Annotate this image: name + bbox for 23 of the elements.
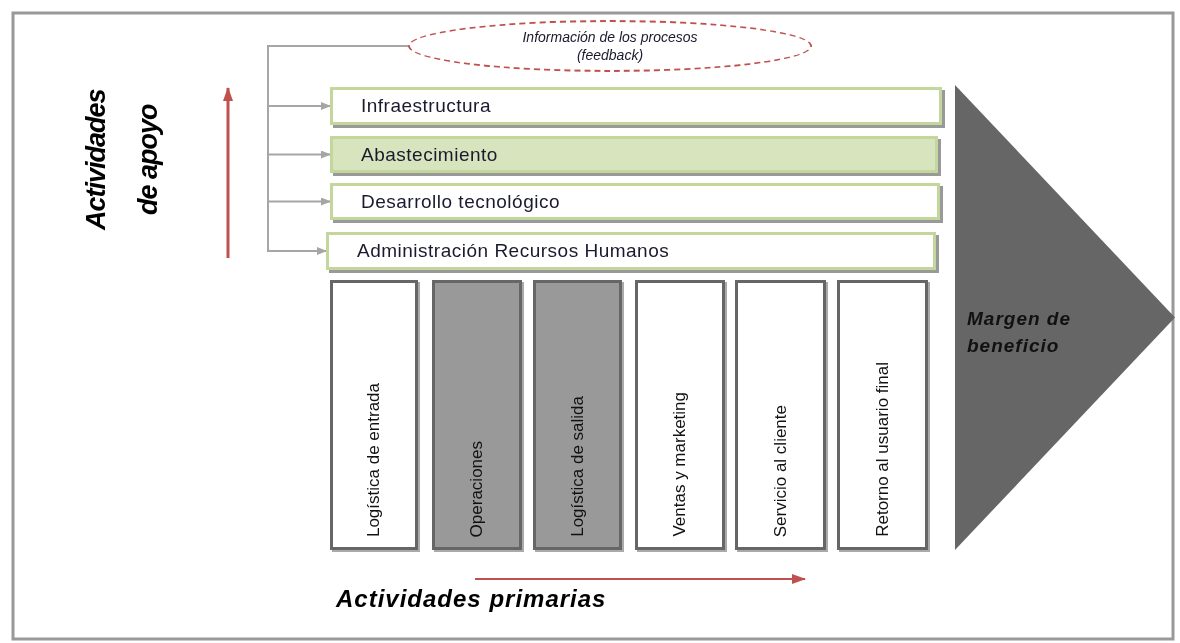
ellipse-text: Información de los procesos (feedback)	[521, 28, 699, 64]
margin-triangle	[955, 85, 1175, 550]
primary-activity-column	[432, 280, 522, 550]
triangle-label: Margen de beneficio	[967, 307, 1073, 358]
feedback-ellipse	[408, 20, 812, 72]
column-label: Servicio al cliente	[770, 404, 791, 537]
column-label: Logística de entrada	[364, 382, 384, 537]
support-activity-box: Infraestructura	[330, 87, 942, 125]
primary-activity-column	[330, 280, 418, 550]
column-label: Retorno al usuario final	[872, 362, 893, 537]
support-activity-box: Desarrollo tecnológico	[330, 183, 940, 220]
connector-arrow	[267, 45, 409, 255]
support-activity-box: Abastecimiento	[330, 136, 938, 173]
support-activity-box: Administración Recursos Humanos	[326, 232, 936, 270]
primary-activity-column	[837, 280, 928, 550]
axis-title: Actividades de apoyo	[80, 88, 164, 233]
axis-title: Actividades primarias	[336, 585, 607, 613]
column-label: Operaciones	[467, 440, 487, 537]
primary-activity-column	[635, 280, 725, 550]
primary-activity-column	[533, 280, 622, 550]
column-label: Ventas y marketing	[670, 392, 690, 537]
primary-activity-column	[735, 280, 826, 550]
column-label: Logística de salida	[567, 396, 588, 537]
